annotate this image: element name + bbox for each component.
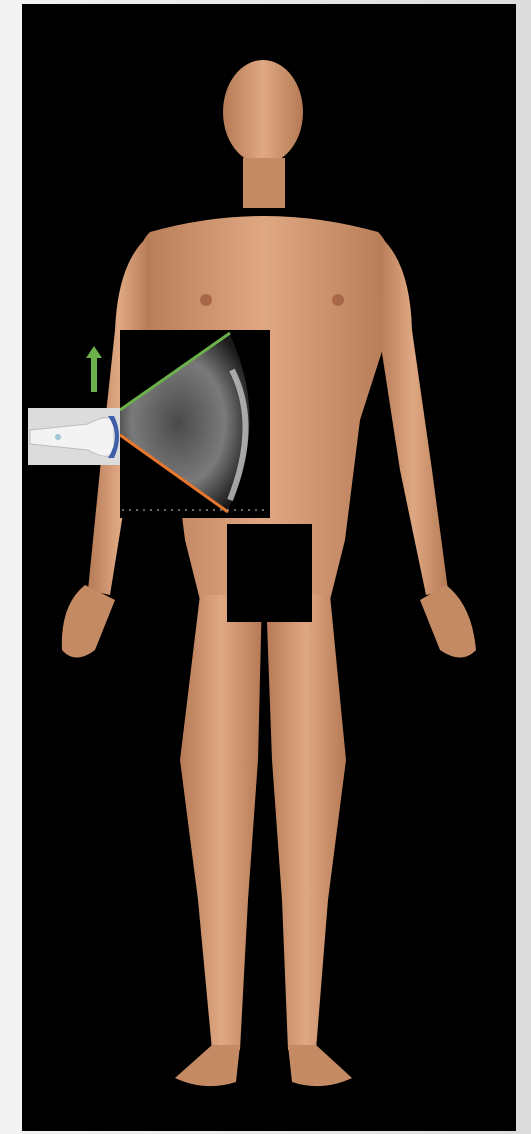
- censor-box: [227, 524, 312, 622]
- probe-indicator: [55, 434, 61, 440]
- ultrasound-probe-icon: [28, 408, 120, 465]
- right-foot: [288, 1045, 352, 1086]
- arrow-up-icon: [86, 346, 102, 392]
- right-nipple: [332, 294, 344, 306]
- ultrasound-image: [120, 330, 270, 518]
- ultrasound-sector-fill: [120, 335, 250, 510]
- right-leg: [266, 595, 346, 1050]
- left-nipple: [200, 294, 212, 306]
- head: [223, 60, 303, 164]
- right-hand: [420, 585, 476, 658]
- probe-body: [30, 418, 114, 457]
- left-foot: [175, 1045, 240, 1086]
- left-leg: [180, 595, 262, 1050]
- neck: [243, 158, 285, 208]
- left-hand: [62, 585, 115, 658]
- ultrasound-sector: [120, 330, 270, 518]
- right-arm: [378, 235, 448, 595]
